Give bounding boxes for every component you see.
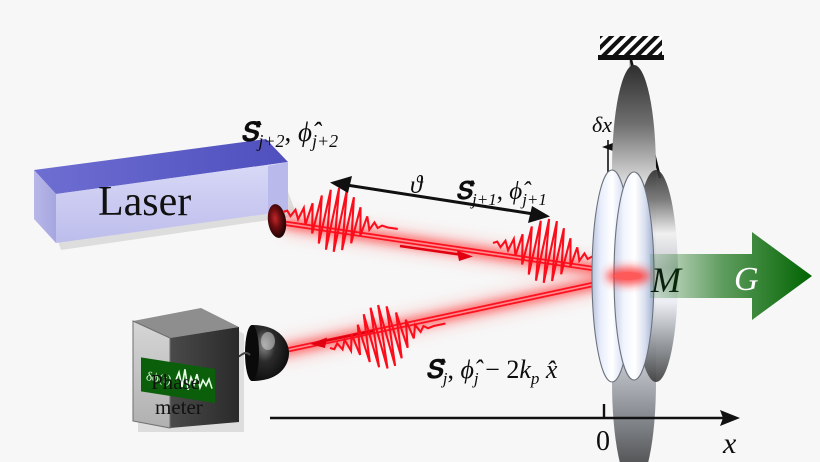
phase-meter-label-line2: meter xyxy=(155,395,203,419)
phase-meter-label-line1: Phase xyxy=(151,370,200,394)
wavepacket-j xyxy=(329,304,446,369)
laser-front-face xyxy=(56,162,288,243)
laser-label: Laser xyxy=(98,179,191,225)
svg-text:𝐒̂j+1, ϕ̂j+1: 𝐒̂j+1, ϕ̂j+1 xyxy=(455,178,547,209)
force-label: G xyxy=(734,261,759,298)
force-arrow-shape xyxy=(650,232,812,320)
svg-text:𝐒̂j, ϕ̂j − 2kp x̂: 𝐒̂j, ϕ̂j − 2kp x̂ xyxy=(425,355,558,388)
laser-top-face xyxy=(34,139,288,194)
label-wavepacket-j: 𝐒̂j, ϕ̂j − 2kp x̂ xyxy=(425,355,558,388)
beam-spot xyxy=(606,267,650,285)
separation-label: ϑ xyxy=(410,172,424,199)
laser-back-face xyxy=(34,170,56,243)
laser-beams xyxy=(275,213,640,362)
phase-meter-top xyxy=(133,308,239,338)
origin-label: 0 xyxy=(596,426,610,457)
svg-text:𝐒̂j+2, ϕ̂j+2: 𝐒̂j+2, ϕ̂j+2 xyxy=(240,117,338,151)
beam-direction-arrow-outgoing xyxy=(399,244,473,261)
laser-output-face xyxy=(268,162,288,216)
label-wavepacket-j-plus-2: 𝐒̂j+2, ϕ̂j+2 xyxy=(240,117,338,151)
phase-meter[interactable]: δϕ(t) Phase meter xyxy=(132,308,244,432)
wavepacket-j-plus-1 xyxy=(492,218,610,284)
phase-meter-screen xyxy=(141,357,215,404)
beam-outgoing xyxy=(281,213,639,285)
wavepacket-j-plus-2 xyxy=(282,187,398,253)
displacement-label: δx xyxy=(592,112,612,137)
ceiling-anchor-bar xyxy=(598,55,664,60)
phase-meter-screen-label: δϕ(t) xyxy=(146,368,171,387)
beam-direction-arrow-return xyxy=(310,329,374,348)
photodetector[interactable] xyxy=(245,325,289,381)
x-axis: 0 x xyxy=(270,404,740,460)
packet-separation-arrow xyxy=(330,176,550,223)
laser-source[interactable]: Laser xyxy=(34,139,297,250)
x-axis-label: x xyxy=(722,427,737,460)
ceiling-anchor-hatch xyxy=(600,36,662,57)
force-arrow-G: G xyxy=(650,232,812,320)
laser-aperture xyxy=(267,204,287,238)
label-wavepacket-j-plus-1: 𝐒̂j+1, ϕ̂j+1 xyxy=(455,178,547,209)
